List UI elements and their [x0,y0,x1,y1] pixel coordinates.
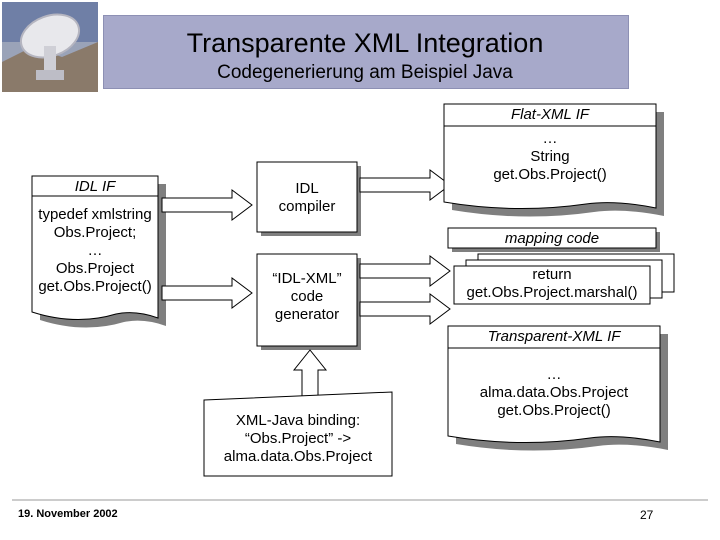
arrow-to-generator [161,277,253,309]
transparent-line: … [546,366,562,383]
footer-date: 19. November 2002 [18,508,118,520]
binding-label: XML-Java binding: “Obs.Project” -> alma.… [204,412,392,466]
flat-xml-title: Flat-XML IF [510,106,590,123]
transparent-xml-document [447,325,668,451]
compiler-line: compiler [278,198,336,215]
mapping-line: return [532,266,572,283]
idl-line: Obs.Project [55,260,135,277]
slide-subtitle: Codegenerierung am Beispiel Java [217,62,513,83]
arrow-to-flat-xml [359,169,451,201]
idl-line: … [87,242,103,259]
flat-xml-body: … String get.Obs.Project() [444,130,656,184]
mapping-line: get.Obs.Project.marshal() [466,284,638,301]
idl-line: typedef xmlstring [38,206,152,223]
mapping-code-label-box [447,227,660,252]
idl-line: get.Obs.Project() [38,278,152,295]
arrow-to-transparent [359,293,451,325]
generator-line: generator [274,306,340,323]
generator-line: “IDL-XML” [272,270,342,287]
binding-line: “Obs.Project” -> [244,430,352,447]
binding-shape [203,391,393,477]
idl-compiler-label: IDL compiler [257,180,357,216]
idl-if-title: IDL IF [74,178,116,195]
generator-line: code [290,288,324,305]
arrow-to-mapping [359,255,451,287]
slide-title: Transparente XML Integration [186,28,544,58]
code-generator-label: “IDL-XML” code generator [257,270,357,324]
idl-if-body: typedef xmlstring Obs.Project; … Obs.Pro… [32,206,158,296]
idl-compiler-box [256,161,361,236]
compiler-line: IDL [295,180,319,197]
mapping-code-body: return get.Obs.Project.marshal() [440,266,664,302]
flat-xml-line: get.Obs.Project() [493,166,607,183]
arrow-to-compiler [161,189,253,221]
arrow-up-from-binding [292,349,328,397]
title-banner [103,15,629,89]
telescope-logo [2,2,98,92]
transparent-xml-body: … alma.data.Obs.Project get.Obs.Project(… [448,366,660,420]
binding-line: alma.data.Obs.Project [223,448,373,465]
transparent-xml-title: Transparent-XML IF [487,328,621,345]
idl-document [31,175,166,328]
code-generator-box [256,253,361,350]
transparent-line: alma.data.Obs.Project [479,384,629,401]
binding-line: XML-Java binding: [235,412,361,429]
idl-line: Obs.Project; [53,224,137,241]
flat-xml-line: … [542,130,558,147]
flat-xml-line: String [530,148,570,165]
mapping-code-title: mapping code [504,230,600,247]
page-number: 27 [640,508,654,522]
transparent-line: get.Obs.Project() [497,402,611,419]
mapping-code-stack [453,253,675,305]
flat-xml-document [443,103,664,217]
